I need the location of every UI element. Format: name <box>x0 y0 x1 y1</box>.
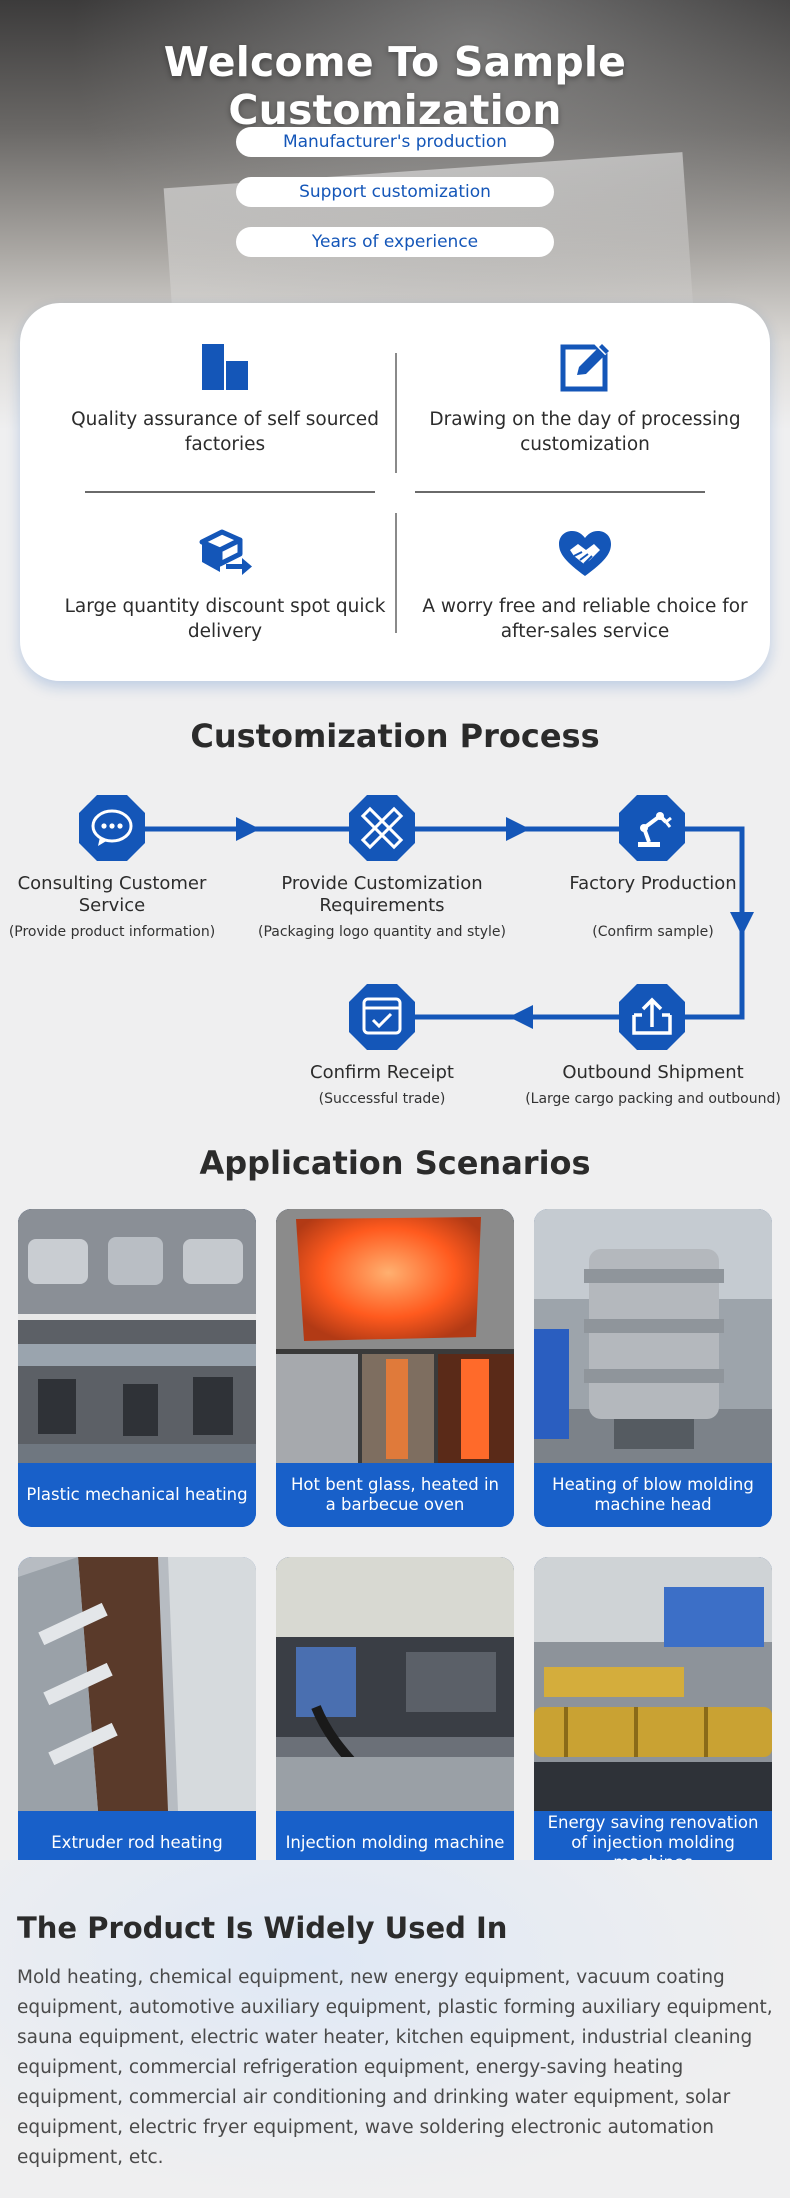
step-subtitle: (Confirm sample) <box>592 924 714 940</box>
machine-photo <box>18 1209 256 1463</box>
usage-background <box>0 1860 790 2198</box>
step-title: Provide Customization Requirements <box>281 873 483 916</box>
step-subtitle: (Packaging logo quantity and style) <box>258 924 506 940</box>
process-title: Customization Process <box>190 717 600 755</box>
feature-quality: Quality assurance of self sourced factor… <box>55 341 395 457</box>
step-title: Factory Production <box>569 873 737 894</box>
feature-after-sales: A worry free and reliable choice for aft… <box>415 528 755 644</box>
vertical-divider <box>395 353 397 473</box>
scenarios-title: Application Scenarios <box>199 1144 591 1182</box>
building-blocks-icon <box>55 341 395 393</box>
scenario-caption: Plastic mechanical heating <box>18 1463 256 1527</box>
pill-experience: Years of experience <box>236 227 554 257</box>
feature-text: Drawing on the day of processing customi… <box>429 409 741 455</box>
step-subtitle: (Provide product information) <box>8 924 216 940</box>
injection-molding-photo <box>276 1557 514 1811</box>
scenario-caption: Heating of blow molding machine head <box>534 1463 772 1527</box>
delivery-box-icon <box>55 528 395 580</box>
feature-text: Large quantity discount spot quick deliv… <box>64 596 386 642</box>
extruder-photo <box>18 1557 256 1811</box>
pill-manufacturer: Manufacturer's production <box>236 127 554 157</box>
feature-card: Quality assurance of self sourced factor… <box>20 303 770 681</box>
scenario-caption: Hot bent glass, heated in a barbecue ove… <box>276 1463 514 1527</box>
step-title: Consulting Customer Service <box>17 873 207 916</box>
heart-handshake-icon <box>415 528 755 580</box>
feature-text: A worry free and reliable choice for aft… <box>422 596 748 642</box>
step-title: Confirm Receipt <box>310 1062 454 1083</box>
scenario-card[interactable]: Energy saving renovation of injection mo… <box>534 1557 772 1875</box>
robot-arm-icon <box>616 792 688 868</box>
scenario-card[interactable]: Heating of blow molding machine head <box>534 1209 772 1527</box>
usage-title: The Product Is Widely Used In <box>17 1911 508 1945</box>
horizontal-divider <box>85 491 375 493</box>
feature-text: Quality assurance of self sourced factor… <box>71 409 379 455</box>
step-title: Outbound Shipment <box>562 1062 744 1083</box>
vertical-divider <box>395 513 397 633</box>
step-subtitle: (Large cargo packing and outbound) <box>525 1091 781 1107</box>
pencil-ruler-icon <box>346 792 418 868</box>
checklist-icon <box>346 981 418 1057</box>
step-subtitle: (Successful trade) <box>318 1091 446 1107</box>
feature-drawing: Drawing on the day of processing customi… <box>415 341 755 457</box>
blow-molding-photo <box>534 1209 772 1463</box>
scenario-card[interactable]: Hot bent glass, heated in a barbecue ove… <box>276 1209 514 1527</box>
arrow-left-icon <box>509 1005 533 1029</box>
edit-drawing-icon <box>415 341 755 393</box>
arrow-right-icon <box>236 817 260 841</box>
usage-text: Mold heating, chemical equipment, new en… <box>17 1967 773 2168</box>
upload-box-icon <box>616 981 688 1057</box>
scenario-card[interactable]: Injection molding machine <box>276 1557 514 1875</box>
pill-customization: Support customization <box>236 177 554 207</box>
energy-saving-photo <box>534 1557 772 1811</box>
feature-delivery: Large quantity discount spot quick deliv… <box>55 528 395 644</box>
arrow-right-icon <box>506 817 530 841</box>
horizontal-divider <box>415 491 705 493</box>
scenario-card[interactable]: Extruder rod heating <box>18 1557 256 1875</box>
scenario-card[interactable]: Plastic mechanical heating <box>18 1209 256 1527</box>
hero-title: Welcome To Sample Customization <box>163 38 627 134</box>
glass-heating-photo <box>276 1209 514 1463</box>
chat-bubble-icon <box>76 792 148 868</box>
